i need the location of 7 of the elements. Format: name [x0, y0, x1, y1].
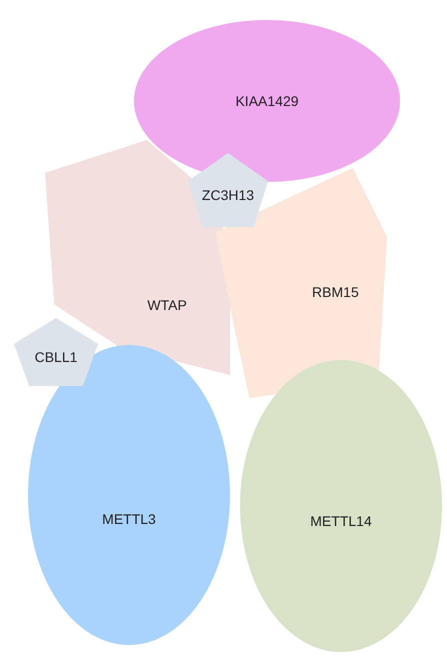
- protein-label: WTAP: [147, 296, 187, 312]
- protein-label: ZC3H13: [202, 187, 254, 204]
- protein-label: METTL14: [310, 512, 372, 529]
- protein-label: RBM15: [312, 284, 359, 300]
- protein-label: KIAA1429: [235, 93, 299, 109]
- protein-label: CBLL1: [34, 348, 78, 365]
- protein-label: METTL3: [102, 511, 156, 527]
